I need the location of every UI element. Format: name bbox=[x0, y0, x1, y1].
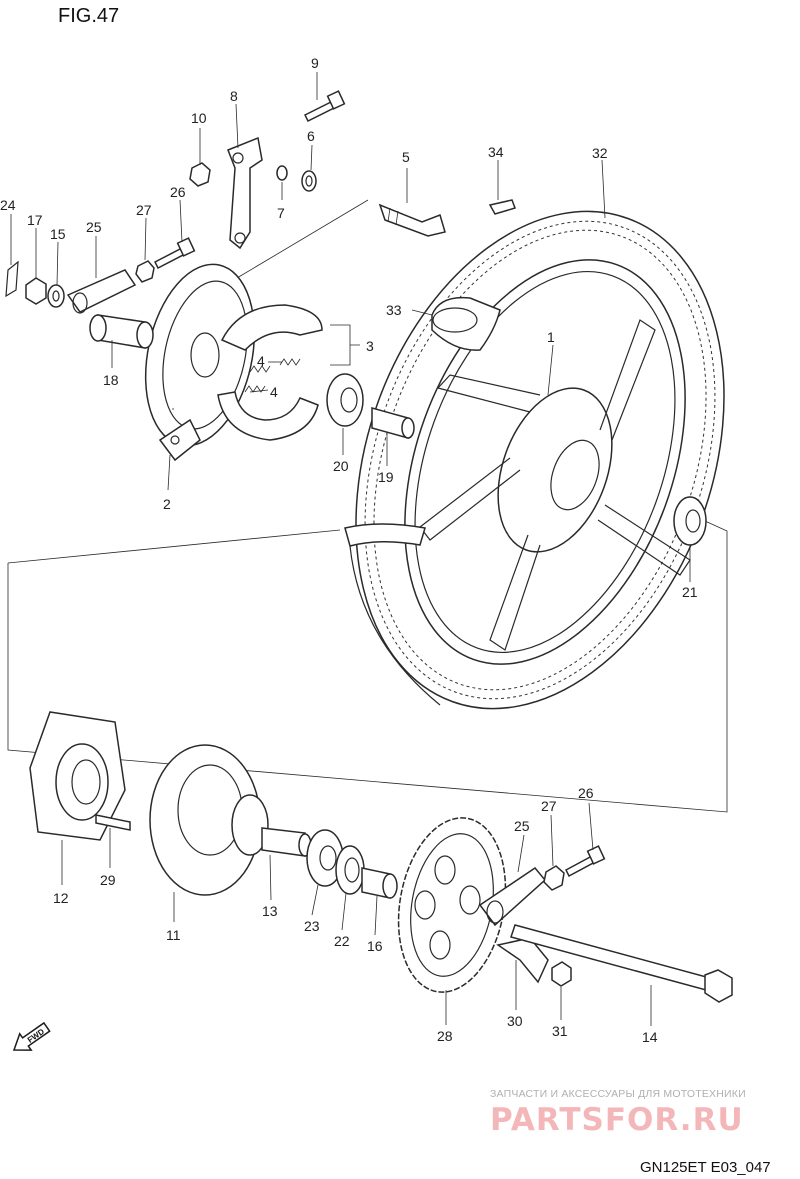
callout-21: 21 bbox=[682, 584, 698, 600]
balance-weight bbox=[488, 199, 516, 215]
spacer-16 bbox=[361, 867, 398, 899]
callout-18: 18 bbox=[103, 372, 119, 388]
nut-17 bbox=[25, 277, 47, 305]
arrow-fwd-icon: FWD bbox=[12, 1021, 51, 1051]
callout-22: 22 bbox=[334, 933, 350, 949]
callout-13: 13 bbox=[262, 903, 278, 919]
callout-17: 17 bbox=[27, 212, 43, 228]
callout-14: 14 bbox=[642, 1029, 658, 1045]
assembly-boundary-lines bbox=[7, 199, 728, 813]
brake-cam-lever bbox=[227, 136, 263, 250]
callout-2: 2 bbox=[163, 496, 171, 512]
callout-12: 12 bbox=[53, 890, 69, 906]
callout-26-upper: 26 bbox=[170, 184, 186, 200]
stud-bolt-29 bbox=[95, 814, 131, 831]
watermark-tagline: ЗАПЧАСТИ И АКСЕССУАРЫ ДЛЯ МОТОТЕХНИКИ bbox=[490, 1088, 746, 1100]
bolt-9 bbox=[303, 90, 346, 123]
leader-lines bbox=[10, 72, 691, 1026]
callout-5: 5 bbox=[402, 149, 410, 165]
callout-19: 19 bbox=[378, 469, 394, 485]
watermark-brand: PARTSFOR.RU bbox=[490, 1102, 744, 1138]
cotter-pin-24 bbox=[5, 260, 19, 298]
callout-20: 20 bbox=[333, 458, 349, 474]
spacer-19 bbox=[371, 407, 415, 439]
callout-15: 15 bbox=[50, 226, 66, 242]
callout-32: 32 bbox=[592, 145, 608, 161]
callout-4-lower: 4 bbox=[270, 384, 278, 400]
bearing-21 bbox=[673, 496, 707, 546]
callout-1: 1 bbox=[547, 329, 555, 345]
washer-15 bbox=[47, 284, 65, 308]
callout-6: 6 bbox=[307, 128, 315, 144]
callout-3: 3 bbox=[366, 338, 374, 354]
callout-9: 9 bbox=[311, 55, 319, 71]
rear-axle bbox=[510, 924, 733, 1003]
callout-25-lower: 25 bbox=[514, 818, 530, 834]
callout-7: 7 bbox=[277, 205, 285, 221]
bolt-26-upper bbox=[153, 237, 196, 270]
nut-27-upper bbox=[135, 260, 155, 283]
sprocket-drum bbox=[149, 744, 269, 896]
callout-26-lower: 26 bbox=[578, 785, 594, 801]
nut-27-lower bbox=[543, 865, 565, 891]
chain-adjuster-upper bbox=[66, 269, 137, 314]
callout-11: 11 bbox=[166, 927, 181, 943]
figure-code: GN125ET E03_047 bbox=[640, 1159, 771, 1176]
callout-25-upper: 25 bbox=[86, 219, 102, 235]
valve-stem bbox=[378, 203, 446, 237]
callout-28: 28 bbox=[437, 1028, 453, 1044]
callout-30: 30 bbox=[507, 1013, 523, 1029]
bolt-26-lower bbox=[565, 845, 606, 878]
bearing-20 bbox=[326, 373, 364, 427]
callout-4-upper: 4 bbox=[257, 353, 265, 369]
callout-27-upper: 27 bbox=[136, 202, 152, 218]
nut-10 bbox=[189, 162, 211, 187]
callout-16: 16 bbox=[367, 938, 383, 954]
callout-labels: 1 2 3 4 4 5 6 7 8 9 10 11 12 13 14 15 16… bbox=[0, 55, 698, 1045]
oil-seal-22 bbox=[335, 845, 365, 895]
washers-6-7 bbox=[276, 165, 317, 192]
callout-27-lower: 27 bbox=[541, 798, 557, 814]
callout-33: 33 bbox=[386, 302, 402, 318]
spacer-18 bbox=[89, 314, 154, 349]
callout-34: 34 bbox=[488, 144, 504, 160]
rear-wheel-assembly bbox=[344, 210, 725, 710]
sleeve-13 bbox=[261, 827, 312, 857]
figure-title: FIG.47 bbox=[58, 5, 119, 27]
nut-31 bbox=[551, 961, 572, 987]
callout-24: 24 bbox=[0, 197, 16, 213]
callout-29: 29 bbox=[100, 872, 116, 888]
callout-8: 8 bbox=[230, 88, 238, 104]
callout-10: 10 bbox=[191, 110, 207, 126]
callout-31: 31 bbox=[552, 1023, 568, 1039]
wheel-damper bbox=[29, 711, 126, 841]
rim-band bbox=[431, 296, 501, 351]
callout-23: 23 bbox=[304, 918, 320, 934]
